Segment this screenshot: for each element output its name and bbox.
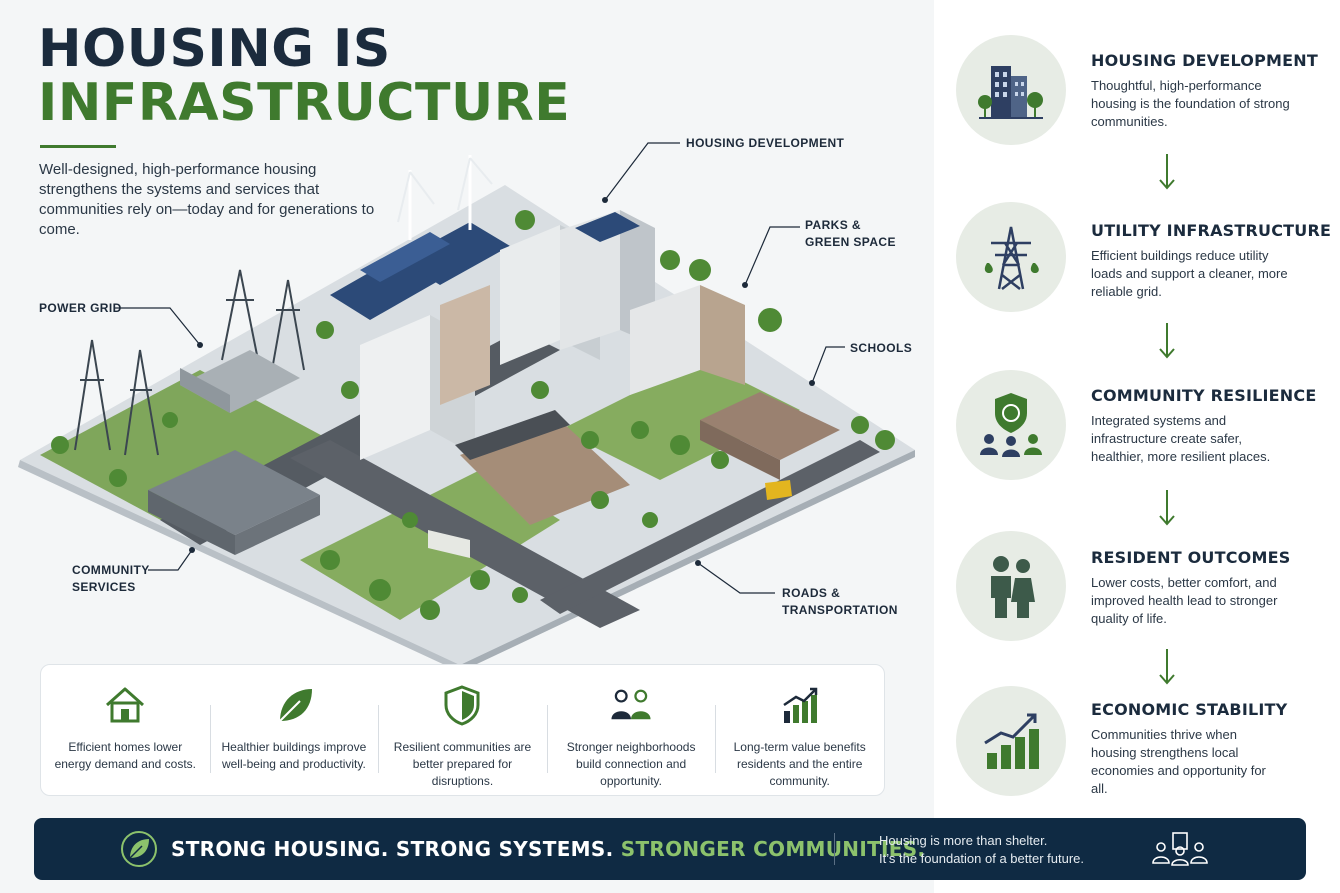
city-illustration: [18, 142, 915, 670]
arrow-down-icon: [1159, 154, 1175, 190]
benefit-text: Stronger neighborhoods build connection …: [566, 740, 696, 788]
arrow-down-icon: [1159, 323, 1175, 359]
step-circle-resilience: [956, 370, 1066, 480]
callout-schools: SCHOOLS: [850, 341, 913, 355]
benefit-efficient-homes: Efficient homes lower energy demand and …: [41, 665, 210, 795]
tagline-line2: It’s the foundation of a better future.: [879, 851, 1085, 866]
arrow-down-icon: [1159, 649, 1175, 685]
step-title-resilience: COMMUNITY RESILIENCE: [1091, 386, 1317, 405]
people-icon: [607, 681, 655, 729]
callout-community-line1: COMMUNITY: [72, 563, 150, 577]
growth-chart-icon: [776, 681, 824, 729]
step-title-resident: RESIDENT OUTCOMES: [1091, 548, 1291, 567]
community-people-icon: [1152, 832, 1208, 866]
slogan-green: STRONGER COMMUNITIES.: [620, 837, 926, 861]
arrow-down-icon: [1159, 490, 1175, 526]
step-desc-economic: Communities thrive when housing strength…: [1091, 727, 1266, 796]
step-circle-resident: [956, 531, 1066, 641]
leaf-icon: [121, 831, 157, 867]
step-desc-housing: Thoughtful, high-performance housing is …: [1091, 78, 1290, 129]
footer-divider: [834, 833, 835, 865]
benefit-long-term-value: Long-term value benefits residents and t…: [715, 665, 884, 795]
tagline-line1: Housing is more than shelter.: [879, 833, 1048, 848]
step-circle-economic: [956, 686, 1066, 796]
callout-parks-line2: GREEN SPACE: [805, 235, 896, 249]
benefit-healthier-buildings: Healthier buildings improve well-being a…: [209, 665, 379, 795]
step-desc-resident: Lower costs, better comfort, and improve…: [1091, 575, 1278, 626]
benefit-text: Efficient homes lower energy demand and …: [54, 740, 196, 771]
step-title-housing: HOUSING DEVELOPMENT: [1091, 51, 1318, 70]
callout-housing-development: HOUSING DEVELOPMENT: [686, 136, 845, 150]
callout-community-services: COMMUNITY SERVICES: [72, 562, 150, 596]
callout-parks: PARKS & GREEN SPACE: [805, 217, 896, 251]
callout-roads-line2: TRANSPORTATION: [782, 603, 898, 617]
callout-power-grid: POWER GRID: [39, 301, 122, 315]
page-title: HOUSING IS INFRASTRUCTURE: [38, 22, 570, 130]
title-line-1: HOUSING IS: [38, 19, 391, 79]
title-line-2: INFRASTRUCTURE: [38, 73, 571, 133]
step-circle-housing: [956, 35, 1066, 145]
footer-banner: STRONG HOUSING. STRONG SYSTEMS. STRONGER…: [34, 818, 1306, 880]
home-icon: [101, 681, 149, 729]
title-underline: [40, 145, 116, 148]
slogan-white: STRONG HOUSING. STRONG SYSTEMS.: [171, 837, 621, 861]
growth-chart-icon: [984, 713, 1039, 769]
leaf-icon: [270, 681, 318, 729]
callout-roads-line1: ROADS &: [782, 586, 841, 600]
step-desc-resilience: Integrated systems and infrastructure cr…: [1091, 413, 1271, 464]
step-circle-utility: [956, 202, 1066, 312]
benefits-panel: Efficient homes lower energy demand and …: [40, 664, 885, 796]
benefit-stronger-neighborhoods: Stronger neighborhoods build connection …: [546, 665, 716, 795]
benefit-text: Long-term value benefits residents and t…: [733, 740, 866, 788]
benefit-text: Healthier buildings improve well-being a…: [221, 740, 367, 771]
footer-slogan: STRONG HOUSING. STRONG SYSTEMS. STRONGER…: [171, 837, 925, 861]
step-desc-utility: Efficient buildings reduce utility loads…: [1091, 248, 1288, 299]
benefit-text: Resilient communities are better prepare…: [393, 740, 532, 788]
shield-people-icon: [980, 393, 1042, 457]
residents-icon: [991, 556, 1035, 618]
step-title-utility: UTILITY INFRASTRUCTURE: [1091, 221, 1332, 240]
intro-text: Well-designed, high-performance housing …: [39, 161, 375, 238]
shield-icon: [438, 681, 486, 729]
step-title-economic: ECONOMIC STABILITY: [1091, 700, 1288, 719]
callout-parks-line1: PARKS &: [805, 218, 861, 232]
benefit-resilient-communities: Resilient communities are better prepare…: [378, 665, 547, 795]
power-tower-icon: [984, 226, 1039, 290]
buildings-icon: [978, 66, 1043, 119]
callout-roads: ROADS & TRANSPORTATION: [782, 585, 898, 619]
callout-community-line2: SERVICES: [72, 580, 136, 594]
footer-tagline: Housing is more than shelter. It’s the f…: [879, 832, 1084, 868]
